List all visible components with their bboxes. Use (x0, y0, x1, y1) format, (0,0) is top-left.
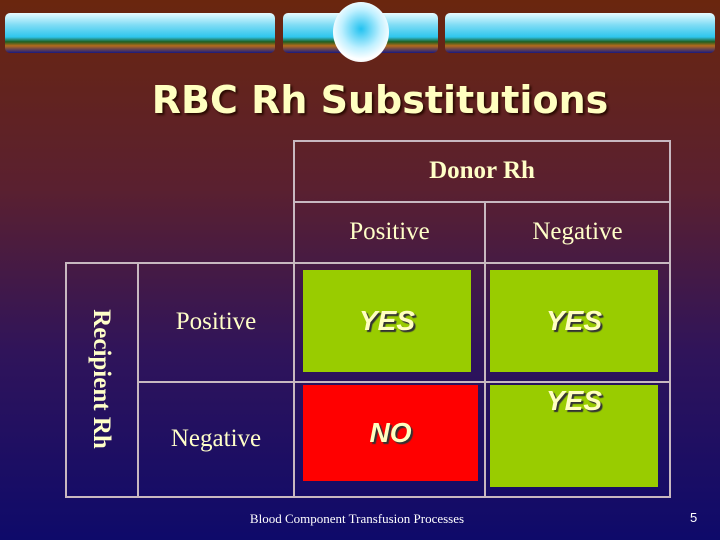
banner-left (5, 13, 275, 53)
cell-neg-neg: YES (490, 385, 658, 487)
slide-title: RBC Rh Substitutions (151, 78, 609, 122)
cell-neg-pos: NO (303, 385, 478, 481)
cell-pos-pos: YES (303, 270, 471, 372)
donor-positive-header: Positive (349, 218, 430, 245)
banner-right (445, 13, 715, 53)
recipient-positive-label: Positive (175, 308, 257, 335)
donor-negative-header: Negative (532, 218, 623, 245)
recipient-negative-label: Negative (170, 425, 262, 452)
globe-ornament (333, 2, 389, 62)
page-number: 5 (690, 510, 698, 525)
donor-rh-header: Donor Rh (429, 157, 535, 184)
cell-pos-neg: YES (490, 270, 658, 372)
slide-footer: Blood Component Transfusion Processes (249, 511, 465, 526)
recipient-rh-header: Recipient Rh (88, 309, 115, 449)
